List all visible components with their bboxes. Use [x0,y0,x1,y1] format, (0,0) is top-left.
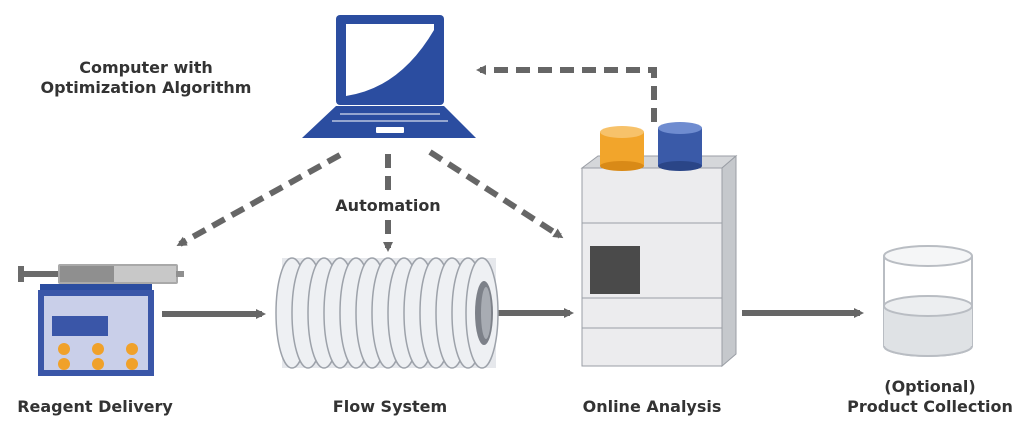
syringe-pump-icon [18,264,184,376]
online-analysis-label: Online Analysis [582,397,722,416]
blue-bottle-icon [658,122,702,171]
analyzer-icon [580,122,738,368]
flow-coil-icon [275,257,499,369]
laptop-icon [302,15,476,138]
computer-label-line2: Optimization Algorithm [40,78,252,97]
orange-bottle-icon [600,126,644,171]
flow-system-label: Flow System [332,397,448,416]
arrow-feedback [476,65,657,122]
reagent-delivery-label: Reagent Delivery [17,397,173,416]
product-collection-line1: (Optional) [884,377,976,396]
product-collection-line2: Product Collection [847,397,1013,416]
arrow-to-reagent [176,152,342,247]
computer-label-line1: Computer with [79,58,213,77]
automation-label: Automation [318,196,458,216]
flow-arrows [162,308,864,319]
product-collection-label: (Optional) Product Collection [842,377,1018,417]
collection-vessel-icon [883,245,973,357]
computer-label: Computer with Optimization Algorithm [14,58,278,98]
arrow-to-analysis [428,149,564,239]
pump-buttons [58,343,138,370]
